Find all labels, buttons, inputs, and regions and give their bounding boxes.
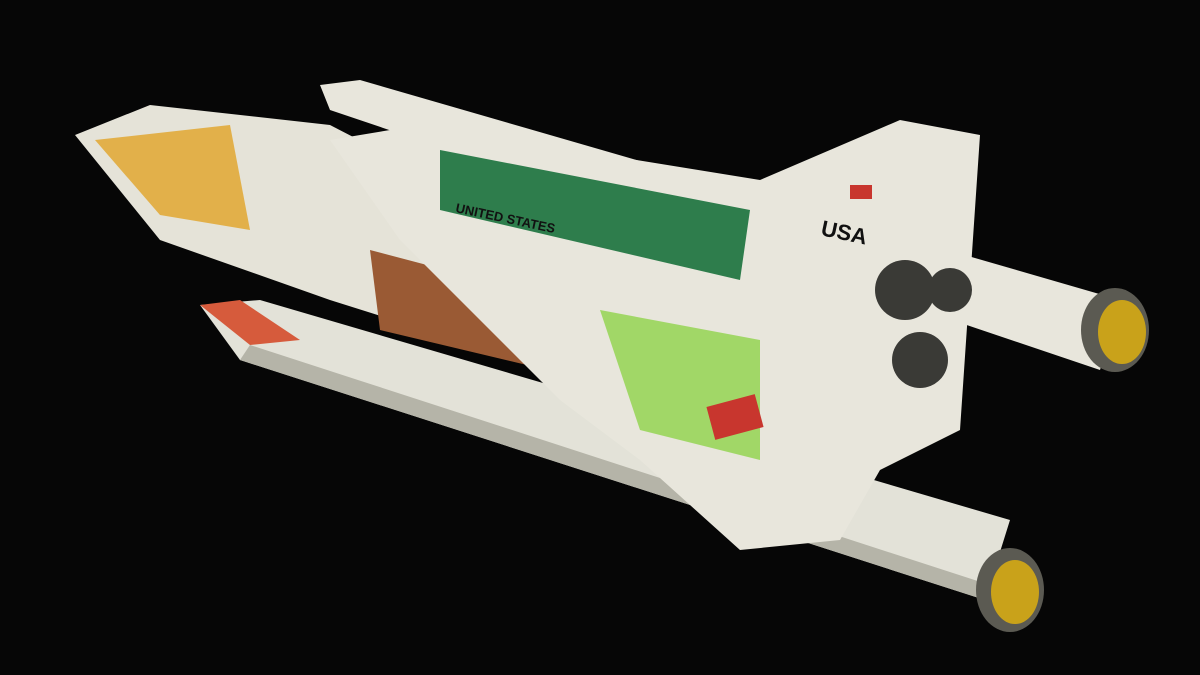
orbiter: UNITED STATES USA (330, 120, 980, 550)
